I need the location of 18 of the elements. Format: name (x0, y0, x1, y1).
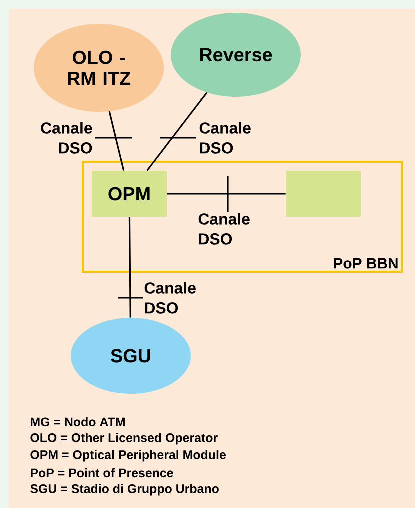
legend-text: PoP = Point of Presence (31, 468, 174, 478)
edge-label: Canale DSO (198, 121, 258, 155)
edge-label: Canale DSO (34, 121, 94, 155)
legend-text: OLO = Other Licensed Operator (30, 433, 218, 445)
legend-text: MG = Nodo ATM (31, 417, 125, 427)
connector-line (146, 92, 208, 172)
legend-text: OPM = Optical Peripheral Module (30, 450, 226, 462)
ellipse-node: OLO - RM ITZ (34, 24, 164, 112)
process-box (286, 171, 361, 217)
legend-text: SGU = Stadio di Gruppo Urbano (30, 484, 219, 496)
edge-label: Canale DSO (197, 212, 258, 246)
ellipse-node: Reverse (171, 13, 301, 97)
edge-label: Canale DSO (143, 281, 204, 315)
connector-line (108, 111, 125, 171)
connector-line (167, 193, 286, 195)
connector-line (128, 217, 132, 318)
process-box: OPM (92, 171, 167, 217)
ellipse-node: SGU (71, 318, 191, 394)
